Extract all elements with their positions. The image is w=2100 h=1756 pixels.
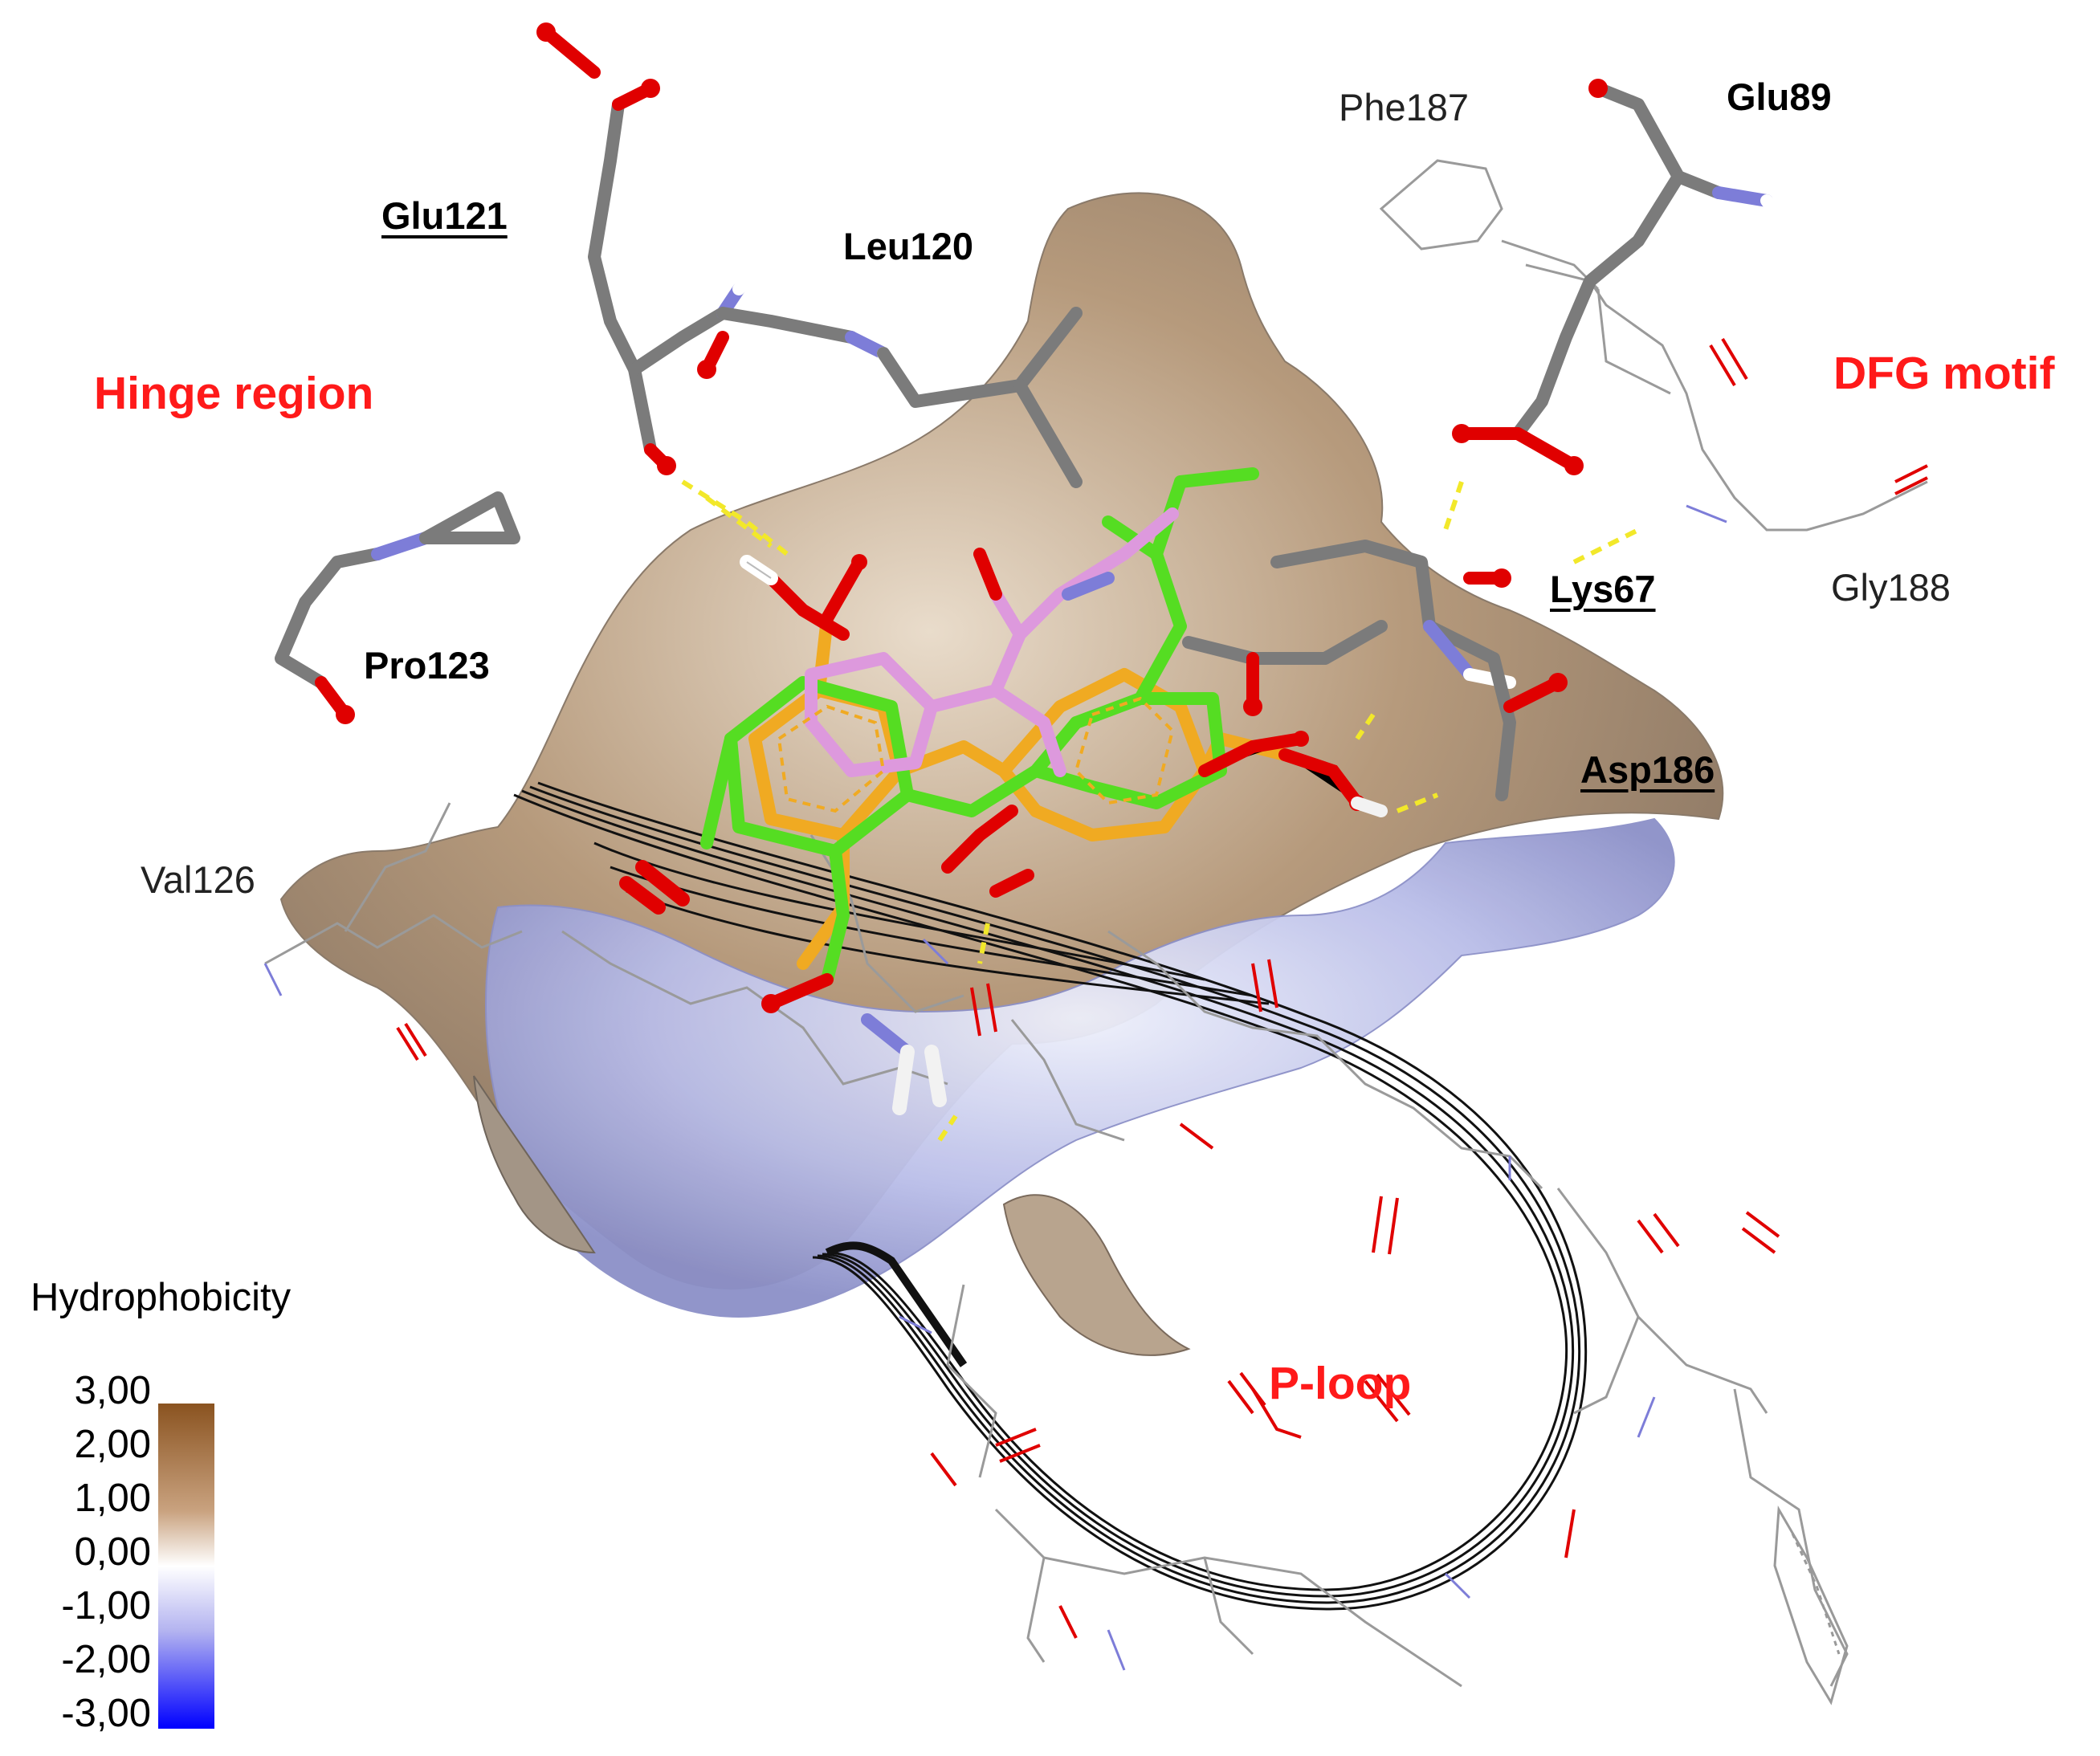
p-loop-ribbon xyxy=(513,781,1588,1611)
surface-flap xyxy=(1002,1194,1191,1356)
ligand-heteroatoms xyxy=(619,548,1388,1115)
wire-carbonyls xyxy=(396,337,1928,1639)
surface-hydrophilic-lobe xyxy=(485,817,1675,1318)
residue-label-gly188: Gly188 xyxy=(1831,566,1951,609)
surface-flap-left xyxy=(473,1075,596,1254)
hinge-region-label: Hinge region xyxy=(94,368,374,419)
wire-amides xyxy=(263,504,1727,1671)
phe-benzene-ring xyxy=(1773,1505,1849,1705)
p-loop-label: P-loop xyxy=(1269,1358,1412,1409)
hydrogen-bonds xyxy=(681,479,1640,1142)
residue-label-glu89: Glu89 xyxy=(1727,75,1832,118)
legend-tick: 2,00 xyxy=(74,1423,151,1466)
dfg-motif-label: DFG motif xyxy=(1833,348,2055,399)
legend-tick: 1,00 xyxy=(74,1477,151,1520)
residue-label-pro123: Pro123 xyxy=(364,644,490,687)
hydrophobicity-surface xyxy=(279,192,1724,1356)
legend-title: Hydrophobicity xyxy=(31,1276,292,1319)
residue-label-asp186: Asp186 xyxy=(1580,748,1715,791)
residue-label-lys67: Lys67 xyxy=(1550,568,1656,610)
ligand-green xyxy=(700,467,1259,986)
atom-caps xyxy=(336,22,1608,724)
legend-tick: 3,00 xyxy=(74,1369,151,1412)
legend-tick: 0,00 xyxy=(74,1530,151,1574)
legend-tick: -3,00 xyxy=(61,1692,151,1735)
residue-label-leu120: Leu120 xyxy=(843,225,973,267)
residue-label-val126: Val126 xyxy=(141,858,255,901)
residue-label-glu121: Glu121 xyxy=(381,194,508,237)
legend-tick: -1,00 xyxy=(61,1584,151,1628)
legend-color-bar xyxy=(158,1404,214,1729)
ligand-aromatic-dashes xyxy=(777,696,1175,813)
ligand-pink xyxy=(805,507,1179,777)
legend-tick: -2,00 xyxy=(61,1638,151,1681)
residue-label-phe187: Phe187 xyxy=(1339,86,1470,128)
